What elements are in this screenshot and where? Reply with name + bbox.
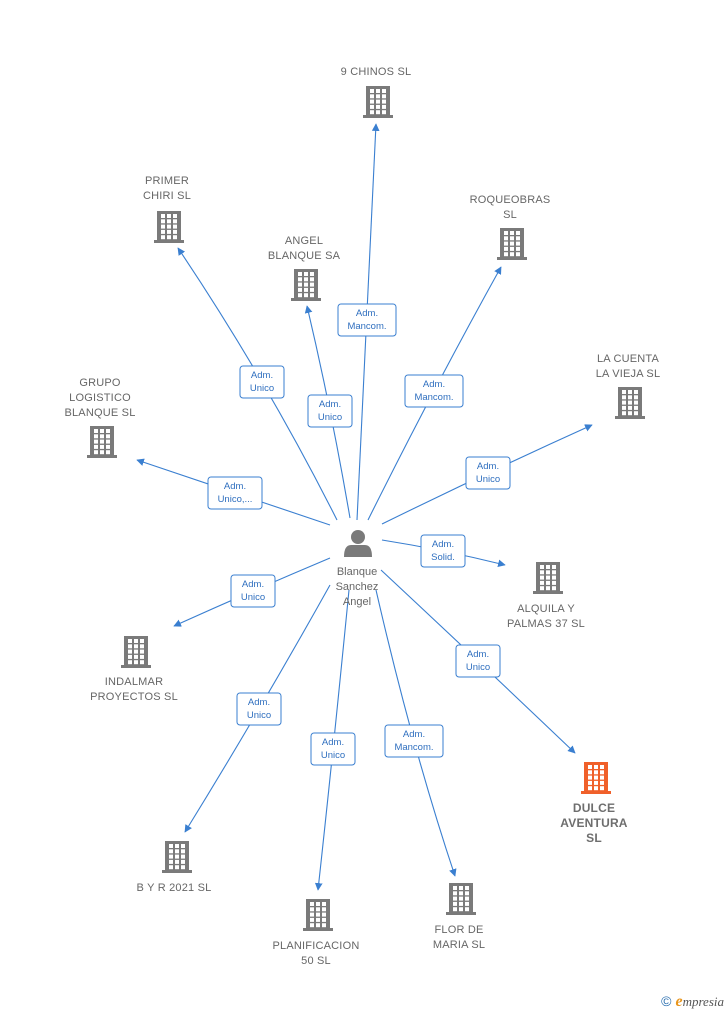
role-text: Unico — [247, 710, 271, 721]
company-label[interactable]: B Y R 2021 SL — [137, 882, 212, 894]
role-label-grupo-logistico[interactable]: Adm. Unico,... — [207, 476, 263, 510]
company-label[interactable]: FLOR DE — [434, 924, 483, 936]
role-text: Adm. — [248, 697, 270, 708]
role-label-alquila[interactable]: Adm. Solid. — [420, 534, 466, 568]
company-node-indalmar[interactable]: INDALMAR PROYECTOS SL — [90, 636, 178, 703]
building-icon[interactable] — [581, 762, 611, 794]
company-node-planificacion[interactable]: PLANIFICACION 50 SL — [273, 899, 360, 967]
role-text: Adm. — [423, 379, 445, 390]
role-label-indalmar[interactable]: Adm. Unico — [230, 574, 276, 608]
role-text: Unico — [476, 474, 500, 485]
role-label-angel-blanque[interactable]: Adm. Unico — [307, 394, 353, 428]
person-label[interactable]: Sanchez — [336, 581, 379, 593]
edge-labels-layer: Adm.Mancom.Adm.UnicoAdm.UnicoAdm.Mancom.… — [207, 303, 511, 766]
role-text: Adm. — [319, 399, 341, 410]
building-icon[interactable] — [162, 841, 192, 873]
company-label[interactable]: ROQUEOBRAS — [470, 194, 551, 206]
company-node-primer-chiri[interactable]: PRIMER CHIRI SL — [143, 175, 191, 243]
brand-name: mpresia — [682, 994, 724, 1009]
role-text: Solid. — [431, 552, 455, 563]
building-icon[interactable] — [87, 426, 117, 458]
building-icon[interactable] — [446, 883, 476, 915]
role-text: Mancom. — [414, 392, 453, 403]
role-text: Mancom. — [394, 742, 433, 753]
building-icon[interactable] — [533, 562, 563, 594]
role-text: Adm. — [432, 539, 454, 550]
company-label[interactable]: ANGEL — [285, 235, 323, 247]
building-icon[interactable] — [303, 899, 333, 931]
company-node-grupo-logistico[interactable]: GRUPO LOGISTICO BLANQUE SL — [64, 377, 135, 458]
role-text: Unico — [466, 662, 490, 673]
role-text: Unico — [321, 750, 345, 761]
person-label[interactable]: Blanque — [337, 566, 377, 578]
role-label-byr-2021[interactable]: Adm. Unico — [236, 692, 282, 726]
company-label[interactable]: 9 CHINOS SL — [341, 66, 412, 78]
company-label[interactable]: INDALMAR — [105, 676, 163, 688]
company-label[interactable]: CHIRI SL — [143, 190, 191, 202]
company-label[interactable]: PRIMER — [145, 175, 189, 187]
building-icon[interactable] — [121, 636, 151, 668]
role-label-flor-de-maria[interactable]: Adm. Mancom. — [384, 724, 444, 758]
role-label-roqueobras[interactable]: Adm. Mancom. — [404, 374, 464, 408]
building-icon[interactable] — [497, 228, 527, 260]
company-label[interactable]: LA VIEJA SL — [596, 368, 661, 380]
company-node-la-cuenta[interactable]: LA CUENTA LA VIEJA SL — [596, 353, 661, 419]
company-node-angel-blanque[interactable]: ANGEL BLANQUE SA — [268, 235, 341, 301]
company-label[interactable]: PLANIFICACION — [273, 940, 360, 952]
company-label[interactable]: LA CUENTA — [597, 353, 660, 365]
role-text: Adm. — [251, 370, 273, 381]
role-label-9-chinos[interactable]: Adm. Mancom. — [337, 303, 397, 337]
role-text: Adm. — [242, 579, 264, 590]
company-label[interactable]: PALMAS 37 SL — [507, 618, 585, 630]
role-text: Mancom. — [347, 321, 386, 332]
company-label[interactable]: AVENTURA — [560, 816, 628, 830]
company-label[interactable]: DULCE — [573, 801, 615, 815]
role-text: Adm. — [322, 737, 344, 748]
building-icon[interactable] — [363, 86, 393, 118]
watermark: ©empresia — [661, 993, 724, 1011]
role-text: Adm. — [224, 481, 246, 492]
copyright-symbol: © — [661, 993, 672, 1009]
building-icon[interactable] — [291, 269, 321, 301]
role-text: Adm. — [477, 461, 499, 472]
role-text: Adm. — [403, 729, 425, 740]
company-node-flor-de-maria[interactable]: FLOR DE MARIA SL — [433, 883, 485, 951]
person-label[interactable]: Angel — [343, 596, 371, 608]
role-label-primer-chiri[interactable]: Adm. Unico — [239, 365, 285, 399]
company-label[interactable]: PROYECTOS SL — [90, 691, 178, 703]
company-label[interactable]: SL — [586, 831, 602, 845]
role-text: Adm. — [356, 308, 378, 319]
role-text: Unico,... — [218, 494, 253, 505]
company-label[interactable]: ALQUILA Y — [517, 603, 575, 615]
nodes-layer: 9 CHINOS SL PRIMER CHIRI SL ANGEL BLANQUE SA… — [64, 66, 660, 967]
building-icon[interactable] — [154, 211, 184, 243]
role-label-planificacion[interactable]: Adm. Unico — [310, 732, 356, 766]
role-text: Unico — [241, 592, 265, 603]
company-label[interactable]: SL — [503, 209, 517, 221]
company-label[interactable]: MARIA SL — [433, 939, 485, 951]
brand-initial: e — [675, 993, 683, 1010]
company-node-alquila[interactable]: ALQUILA Y PALMAS 37 SL — [507, 562, 585, 630]
role-text: Unico — [250, 383, 274, 394]
company-label[interactable]: 50 SL — [301, 955, 331, 967]
role-label-la-cuenta[interactable]: Adm. Unico — [465, 456, 511, 490]
company-label[interactable]: GRUPO — [79, 377, 121, 389]
company-label[interactable]: LOGISTICO — [69, 392, 131, 404]
company-label[interactable]: BLANQUE SA — [268, 250, 341, 262]
role-text: Adm. — [467, 649, 489, 660]
company-node-roqueobras[interactable]: ROQUEOBRAS SL — [470, 194, 551, 260]
company-node-9-chinos[interactable]: 9 CHINOS SL — [341, 66, 412, 118]
role-text: Unico — [318, 412, 342, 423]
person-icon[interactable] — [344, 530, 372, 557]
company-label[interactable]: BLANQUE SL — [64, 407, 135, 419]
building-icon[interactable] — [615, 387, 645, 419]
role-label-dulce-aventura[interactable]: Adm. Unico — [455, 644, 501, 678]
company-node-byr-2021[interactable]: B Y R 2021 SL — [137, 841, 212, 894]
